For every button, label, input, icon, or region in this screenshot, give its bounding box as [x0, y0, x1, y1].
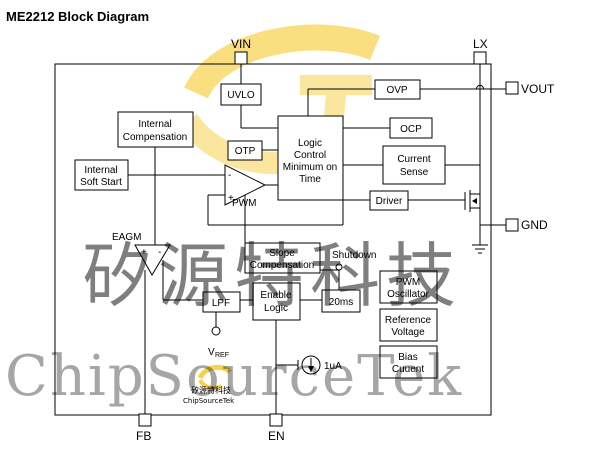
enable-logic-line-2: Logic [264, 303, 288, 314]
diagram-title: ME2212 Block Diagram [6, 9, 149, 24]
error-amplifier: + - EAGM [112, 232, 171, 276]
pwm-comparator: - + PWM [224, 164, 267, 209]
driver-block: Driver [369, 190, 409, 211]
pwm-oscillator-line-2: Oscillator [387, 289, 429, 300]
internal-soft-start-block: Internal Soft Start [74, 159, 129, 191]
logic-control-line-1: Logic [298, 138, 322, 149]
current-sense-line-1: Current [397, 154, 431, 165]
logic-control-line-3: Minimum on [283, 162, 337, 173]
reference-voltage-line-2: Voltage [391, 327, 425, 338]
driver-label: Driver [376, 196, 403, 207]
current-source-label: 1uA [324, 361, 342, 372]
internal-soft-start-line-2: Soft Start [80, 177, 122, 188]
current-source-1ua: 1uA [301, 355, 342, 375]
error-amplifier-plus: + [141, 247, 147, 258]
small-logo-en: ChipSourceTek [183, 397, 235, 405]
delay-20ms-block: 20ms [321, 289, 361, 313]
logic-control-line-2: Control [294, 150, 326, 161]
ovp-block: OVP [374, 79, 421, 100]
pwm-comparator-label: PWM [232, 198, 256, 209]
slope-compensation-line-1: Slope [269, 248, 295, 259]
error-amplifier-minus: - [158, 247, 161, 258]
reference-voltage-line-1: Reference [385, 315, 432, 326]
pwm-comparator-minus: - [228, 170, 231, 181]
slope-compensation-line-2: Compensation [250, 260, 314, 271]
otp-label: OTP [235, 146, 256, 157]
vref-label-group: V REF [208, 347, 229, 359]
enable-logic-block: Enable Logic [252, 282, 301, 321]
pin-en-label: EN [268, 429, 285, 443]
vref-subscript: REF [215, 352, 229, 359]
small-logo-cn: 矽源特科技 [191, 385, 231, 395]
ocp-block: OCP [389, 117, 433, 139]
pin-fb-label: FB [136, 429, 151, 443]
pin-lx: LX [473, 37, 488, 65]
enable-logic-line-1: Enable [260, 290, 292, 301]
current-sense-line-2: Sense [400, 167, 429, 178]
internal-compensation-line-1: Internal [138, 119, 171, 130]
bias-current-line-1: Bias [398, 352, 417, 363]
uvlo-block: UVLO [220, 83, 262, 106]
pin-lx-label: LX [473, 37, 488, 51]
watermark-english: ChipSourceTek [5, 344, 463, 409]
vref-label: V [208, 347, 215, 358]
internal-compensation-line-2: Compensation [123, 132, 187, 143]
pin-gnd: GND [505, 218, 548, 232]
pin-vin: VIN [231, 37, 251, 65]
pin-gnd-label: GND [521, 218, 548, 232]
pin-vout-label: VOUT [521, 82, 555, 96]
ocp-label: OCP [400, 124, 422, 135]
pin-en: EN [268, 413, 285, 443]
lpf-label: LPF [212, 298, 230, 309]
slope-compensation-block: Slope Compensation [244, 242, 321, 274]
pwm-comparator-plus: + [228, 193, 234, 204]
logic-control-block: Logic Control Minimum on Time [277, 115, 344, 201]
otp-block: OTP [227, 140, 263, 161]
pin-vin-label: VIN [231, 37, 251, 51]
pin-vout: VOUT [505, 81, 555, 96]
watermark-chinese: 矽源特科技 [82, 235, 462, 317]
bias-current-block: Bias Cuuent [379, 345, 438, 379]
pwm-oscillator-line-1: PWM [396, 277, 420, 288]
ovp-label: OVP [386, 85, 407, 96]
pwm-oscillator-block: PWM Oscillator [379, 270, 438, 304]
logic-control-line-4: Time [299, 174, 321, 185]
shutdown-label: Shutdown [332, 250, 376, 261]
reference-voltage-block: Reference Voltage [379, 308, 438, 342]
pin-fb: FB [136, 413, 152, 443]
delay-20ms-label: 20ms [329, 297, 353, 308]
chipsourcetek-small-logo: 矽源特科技 ChipSourceTek [183, 364, 235, 405]
power-mosfet-icon [464, 190, 480, 212]
wiring [128, 64, 506, 414]
lpf-block: LPF [202, 291, 241, 313]
internal-soft-start-line-1: Internal [84, 165, 117, 176]
bias-current-line-2: Cuuent [392, 364, 424, 375]
current-sense-block: Current Sense [382, 145, 446, 185]
eagm-label: EAGM [112, 232, 141, 243]
internal-compensation-block: Internal Compensation [117, 111, 194, 148]
uvlo-label: UVLO [227, 90, 254, 101]
